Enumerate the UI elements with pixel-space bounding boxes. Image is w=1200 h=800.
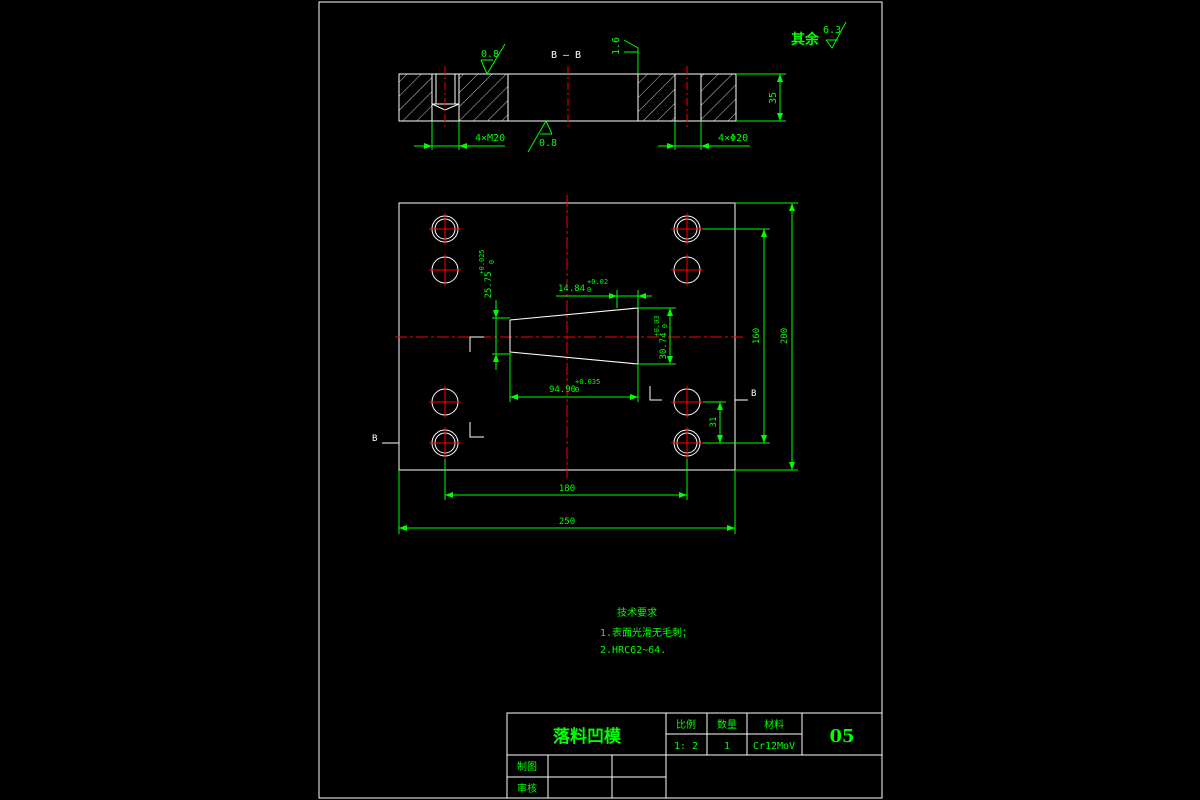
thread-note: 4×M20 xyxy=(475,133,505,144)
die-cavity xyxy=(509,307,639,365)
section-thickness: 35 xyxy=(768,92,779,104)
hole-bottom-right xyxy=(671,386,703,418)
drawn-label: 制图 xyxy=(517,760,537,773)
section-view: 35 4×M20 4×Φ20 0.8 1.6 0.8 B — B xyxy=(398,37,786,153)
scale-label: 比例 xyxy=(676,718,696,731)
hole-top-right xyxy=(671,254,703,286)
roughness-top-center: 1.6 xyxy=(611,37,622,55)
material-value: Cr12MoV xyxy=(753,741,795,752)
dim-right-30-tol: +0.03 xyxy=(653,315,661,336)
hole-bottom-left xyxy=(429,386,461,418)
tech-requirements: 技术要求 1.表面光滑无毛刺； 2.HRC62~64. xyxy=(600,606,692,656)
hole-top-left-screw xyxy=(429,213,461,245)
section-mark-left: B xyxy=(372,434,377,444)
dim-200: 200 xyxy=(780,328,790,344)
checked-label: 审核 xyxy=(517,782,537,795)
dim-top-14-base: 0 xyxy=(587,286,591,294)
dim-31: 31 xyxy=(709,417,719,428)
drawing-number: 05 xyxy=(829,726,854,747)
dim-180: 180 xyxy=(559,484,575,494)
dim-height-25-base: 0 xyxy=(488,260,496,264)
dim-bottom-94-tol: +0.035 xyxy=(575,378,600,386)
plan-view: B B 25.75 +0.025 0 14.84 +0.02 0 30.74 +… xyxy=(372,195,798,534)
dim-250: 250 xyxy=(559,517,575,527)
tech-title: 技术要求 xyxy=(617,606,657,619)
roughness-top-left: 0.8 xyxy=(481,49,499,60)
qty-label: 数量 xyxy=(717,718,737,731)
hole-bottom-left-screw xyxy=(429,427,461,459)
title-block xyxy=(506,712,883,799)
dim-bottom-94: 94.90 xyxy=(549,385,576,395)
roughness-other-label: 其余 xyxy=(791,31,820,48)
dim-height-25: 25.75 xyxy=(484,271,494,298)
section-outline xyxy=(398,73,737,122)
section-mark-right: B xyxy=(751,389,756,399)
roughness-other: 其余 6.3 xyxy=(791,21,847,49)
qty-value: 1 xyxy=(724,741,730,752)
hole-note: 4×Φ20 xyxy=(718,133,748,144)
roughness-other-value: 6.3 xyxy=(823,25,841,36)
material-label: 材料 xyxy=(764,718,784,731)
dim-top-14: 14.84 xyxy=(558,284,585,294)
dim-right-30: 30.74 xyxy=(659,332,669,359)
section-label: B — B xyxy=(551,50,581,61)
hole-top-right-screw xyxy=(671,213,703,245)
dim-height-25-tol: +0.025 xyxy=(478,249,486,274)
hole-bottom-right-screw xyxy=(671,427,703,459)
scale-value: 1: 2 xyxy=(674,741,698,752)
dim-bottom-94-base: 0 xyxy=(575,386,579,394)
roughness-bottom: 0.8 xyxy=(539,138,557,149)
tech-item-1: 1.表面光滑无毛刺； xyxy=(600,626,692,639)
dim-160: 160 xyxy=(752,328,762,344)
tech-item-2: 2.HRC62~64. xyxy=(600,645,666,656)
part-name: 落料凹模 xyxy=(553,726,622,747)
hole-top-left xyxy=(429,254,461,286)
dim-right-30-base: 0 xyxy=(661,324,669,328)
dim-top-14-tol: +0.02 xyxy=(587,278,608,286)
